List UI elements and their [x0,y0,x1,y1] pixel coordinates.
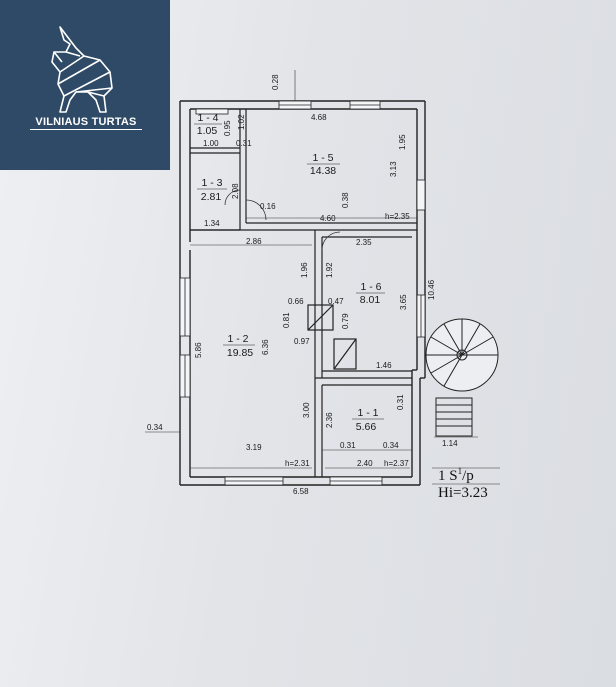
dim-0-31-a: 0.31 [236,139,252,148]
dim-1-46: 1.46 [376,361,392,370]
room-1-5-area: 14.38 [310,165,336,177]
dim-3-13: 3.13 [389,161,398,177]
floor-label-text: 1 S [438,468,458,484]
dim-5-86: 5.86 [194,342,203,358]
dim-0-97: 0.97 [294,337,310,346]
dimension-lines [145,70,500,485]
room-1-2-area: 19.85 [227,347,253,359]
room-1-2-id: 1 - 2 [227,333,248,345]
logo-underline [30,129,142,130]
floor-label-suffix: /p [462,468,474,484]
dim-h-2-37: h=2.37 [384,459,409,468]
dim-0-31-c: 0.31 [340,441,356,450]
dim-1-92: 1.92 [325,262,334,278]
dim-2-08: 2.08 [231,183,240,199]
dim-0-95: 0.95 [223,120,232,136]
dim-1-14: 1.14 [442,439,458,448]
windows [179,100,426,486]
dim-h-2-31: h=2.31 [285,459,310,468]
dim-1-34: 1.34 [204,219,220,228]
room-labels: 1 - 4 1.05 1 - 5 14.38 1 - 3 2.81 1 - 2 … [194,112,385,433]
entry-steps [435,397,473,437]
room-1-6-id: 1 - 6 [360,281,381,293]
dim-0-34-b: 0.34 [383,441,399,450]
logo-text: VILNIAUS TURTAS [35,116,137,128]
room-1-3-area: 2.81 [201,191,222,203]
dim-2-36: 2.36 [325,412,334,428]
floor-height: Hi=3.23 [438,485,488,501]
dim-10-46: 10.46 [427,279,436,300]
dim-0-28: 0.28 [271,74,280,90]
outer-walls [179,100,426,486]
room-1-1-area: 5.66 [356,421,377,433]
dim-1-00: 1.00 [203,139,219,148]
dim-2-40: 2.40 [357,459,373,468]
dim-0-16: 0.16 [260,202,276,211]
room-1-1-id: 1 - 1 [357,407,378,419]
floor-number: 1 S1/p [438,466,474,484]
room-1-3-id: 1 - 3 [201,177,222,189]
dim-0-47: 0.47 [328,297,344,306]
dim-3-00: 3.00 [302,402,311,418]
dim-4-60: 4.60 [320,214,336,223]
door-swings [224,189,341,251]
dim-0-31-b: 0.31 [396,394,405,410]
dim-0-79: 0.79 [341,313,350,329]
dim-0-34-a: 0.34 [147,423,163,432]
dim-0-66: 0.66 [288,297,304,306]
dim-2-35: 2.35 [356,238,372,247]
dimension-labels: 0.28 4.68 1.02 0.95 1.00 0.31 1.95 3.13 … [147,74,458,496]
dim-0-81: 0.81 [282,312,291,328]
room-1-4-id: 1 - 4 [197,112,218,124]
dim-3-19: 3.19 [246,443,262,452]
dim-4-68: 4.68 [311,113,327,122]
dim-h-2-35: h=2.35 [385,212,410,221]
dim-6-36: 6.36 [261,339,270,355]
company-logo: VILNIAUS TURTAS [0,0,170,170]
floor-label-sup: 1 [458,466,463,476]
dim-1-02: 1.02 [237,114,246,130]
dim-1-96: 1.96 [300,262,309,278]
interior-walls [190,109,417,477]
dim-0-38: 0.38 [341,192,350,208]
room-1-6-area: 8.01 [360,294,381,306]
dim-1-95: 1.95 [398,134,407,150]
dim-2-86: 2.86 [246,237,262,246]
room-1-4-area: 1.05 [197,125,218,137]
spiral-stair [425,318,499,392]
dim-3-65: 3.65 [399,294,408,310]
floor-label: 1 S1/p Hi=3.23 [438,466,488,501]
dim-6-58: 6.58 [293,487,309,496]
wolf-icon [51,26,113,113]
room-1-5-id: 1 - 5 [312,152,333,164]
